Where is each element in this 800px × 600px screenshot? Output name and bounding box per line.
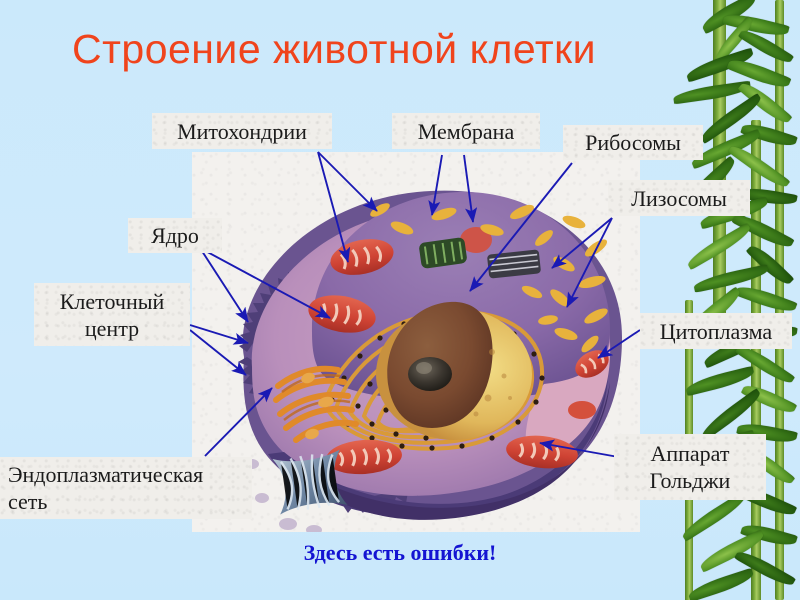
page-title: Строение животной клетки — [72, 26, 596, 72]
golgi-vesicles — [301, 372, 334, 440]
centriole-vesicles — [245, 459, 322, 532]
label-cytoplasm: Цитоплазма — [640, 313, 792, 349]
label-lysosomes: Лизосомы — [608, 180, 750, 216]
label-ribosomes: Рибосомы — [563, 125, 703, 160]
mitochondrion-3 — [326, 439, 402, 475]
nucleolus — [408, 357, 452, 391]
golgi-stacks — [273, 365, 359, 443]
label-nucleus: Ядро — [128, 218, 222, 253]
vesicle-right — [568, 401, 596, 419]
nucleus-granules — [473, 349, 512, 417]
cell-illustration-svg — [238, 190, 622, 532]
error-notice-caption: Здесь есть ошибки! — [303, 540, 497, 565]
label-membrane: Мембрана — [392, 113, 540, 149]
membrane-body-left — [419, 237, 467, 269]
cell-center-centriole — [272, 449, 348, 515]
bamboo-decoration — [655, 0, 800, 600]
label-endoplasmic-reticulum: Эндоплазматическая сеть — [0, 457, 252, 519]
label-mitochondria: Митохондрии — [152, 113, 332, 149]
animal-cell-diagram — [192, 152, 640, 532]
label-cell-center: Клеточный центр — [34, 283, 190, 346]
label-golgi: Аппарат Гольджи — [614, 434, 766, 500]
